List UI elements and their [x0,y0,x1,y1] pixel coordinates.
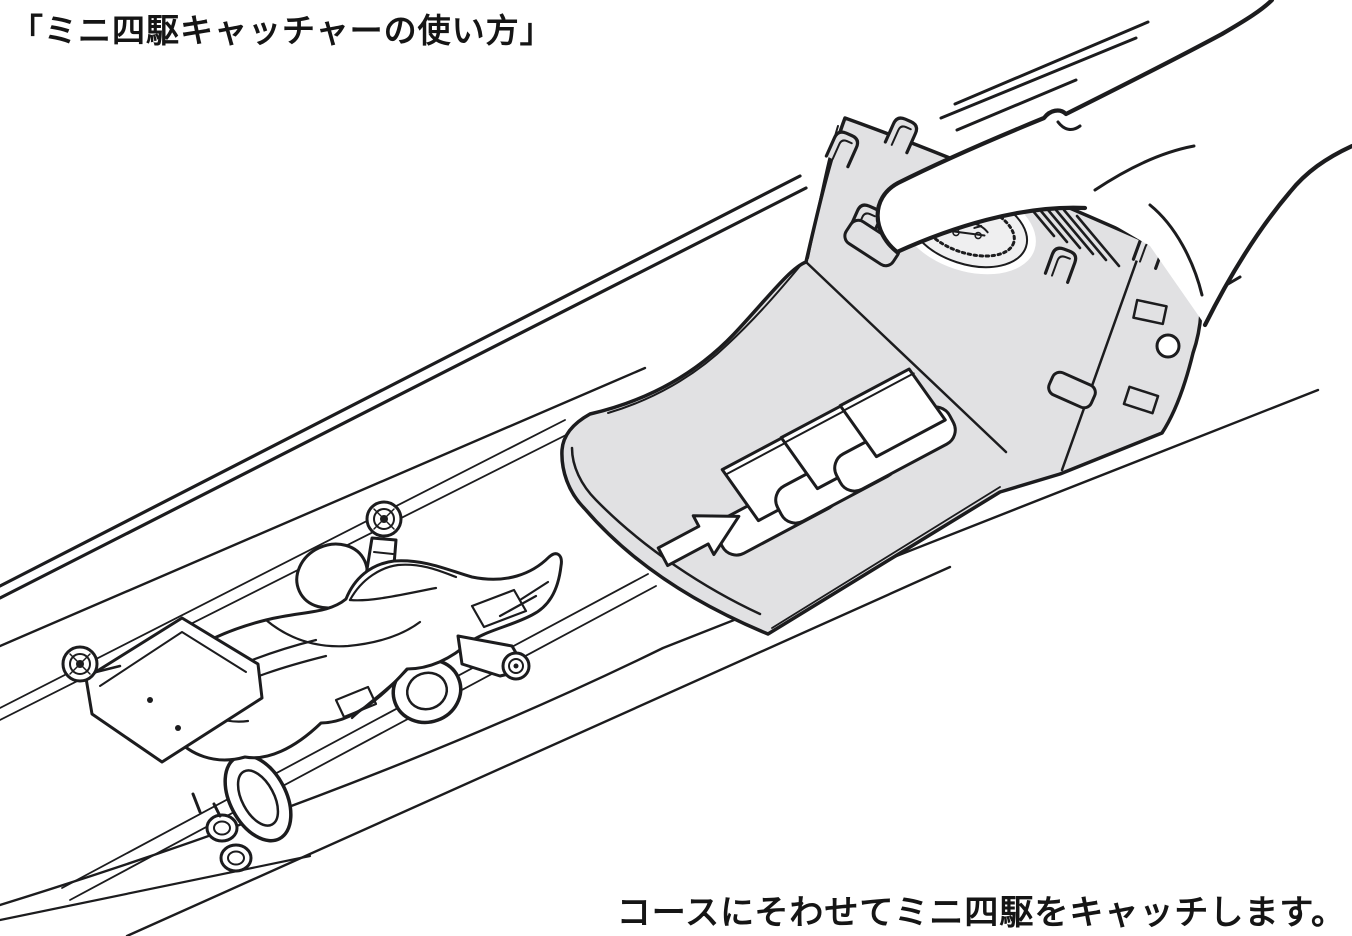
catcher-fold-lines [570,125,1145,629]
hand-outline [875,0,1352,328]
pressing-hand [875,0,1352,328]
side-hole [1155,333,1181,359]
caption: コースにそわせてミニ四駆をキャッチします。 [616,894,1346,932]
front-left-roller [61,645,122,683]
hand-fill [877,0,1352,325]
slot-tabs [843,218,1097,410]
front-under-rollers [205,802,253,873]
front-right-tire [223,753,293,843]
front-bumper [84,616,264,814]
rear-bumper-roller [456,634,531,681]
car-body [149,552,563,762]
page-title: 「ミニ四駆キャッチャーの使い方」 [10,12,554,49]
mini4wd-car [61,500,563,873]
side-panel-details [1122,298,1181,415]
course-track-lines [0,174,1320,936]
catcher-fins [715,367,957,557]
hand-creases [939,20,1242,297]
direction-arrow-icon [656,514,741,568]
